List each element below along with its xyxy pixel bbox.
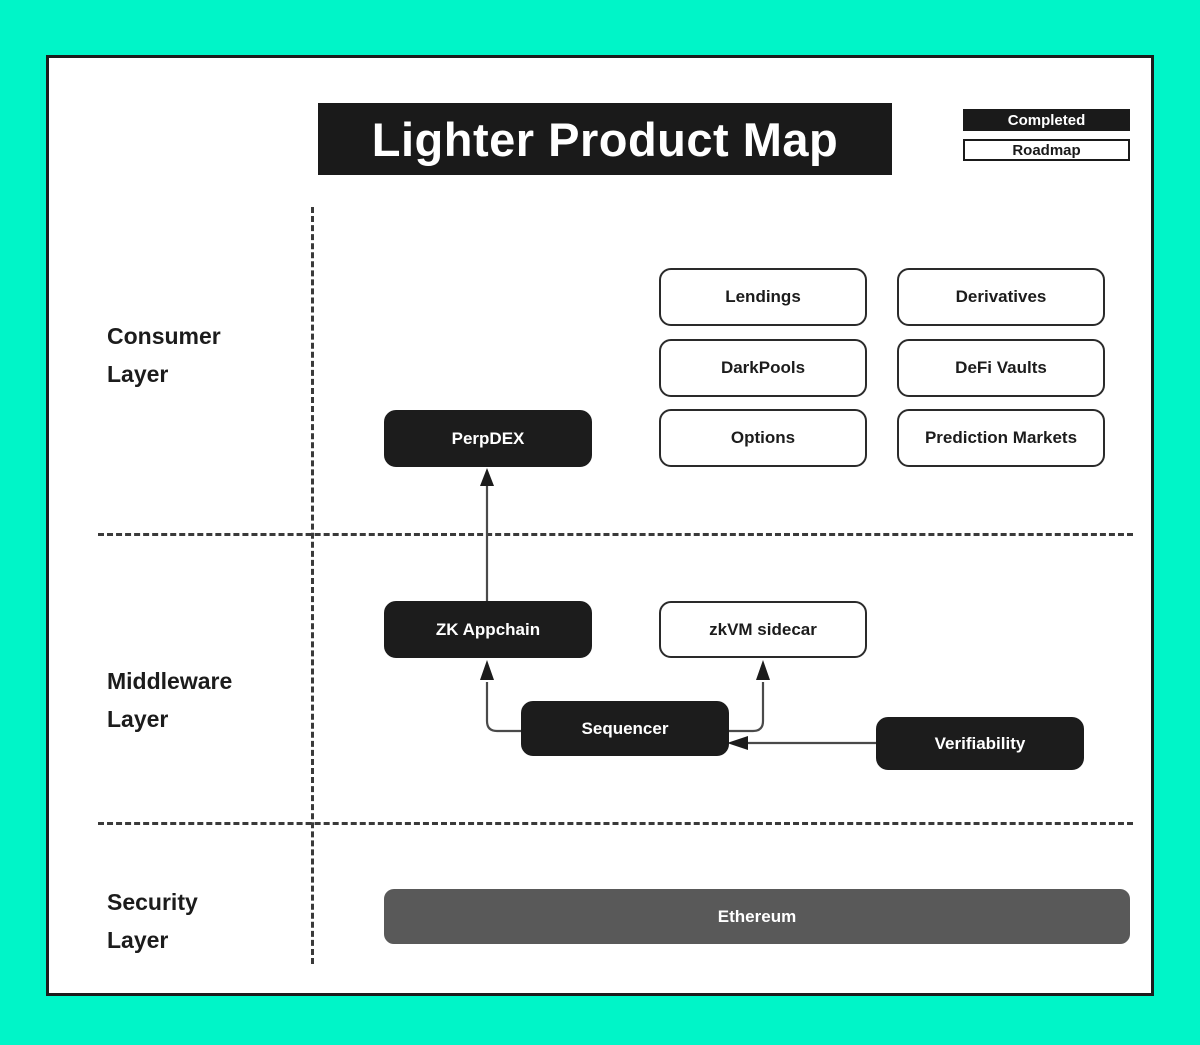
node-verifiability[interactable]: Verifiability	[876, 717, 1084, 770]
node-darkpools-label: DarkPools	[720, 358, 806, 377]
node-lendings[interactable]: Lendings	[659, 268, 867, 326]
node-prediction-markets-label: Prediction Markets	[924, 428, 1078, 447]
node-ethereum[interactable]: Ethereum	[384, 889, 1130, 944]
divider-middleware-security	[98, 822, 1133, 825]
node-derivatives-label: Derivatives	[955, 287, 1047, 306]
layer-label-middleware-line1: Middleware	[107, 668, 233, 694]
node-zkvm-sidecar-label: zkVM sidecar	[709, 619, 817, 639]
node-sequencer[interactable]: Sequencer	[521, 701, 729, 756]
legend-label-roadmap: Roadmap	[1012, 141, 1081, 159]
node-sequencer-label: Sequencer	[581, 718, 669, 738]
layer-label-security-line2: Layer	[107, 927, 169, 953]
layer-label-consumer-line2: Layer	[107, 361, 169, 387]
legend-item-completed: Completed	[963, 109, 1130, 131]
node-defi-vaults-label: DeFi Vaults	[955, 358, 1047, 377]
node-lendings-label: Lendings	[725, 287, 801, 306]
legend-label-completed: Completed	[1007, 111, 1086, 129]
layer-label-consumer: Consumer Layer	[107, 317, 297, 393]
node-derivatives[interactable]: Derivatives	[897, 268, 1105, 326]
node-zk-appchain[interactable]: ZK Appchain	[384, 601, 592, 658]
divider-consumer-middleware	[98, 533, 1133, 536]
node-ethereum-label: Ethereum	[717, 906, 797, 926]
layer-label-security-line1: Security	[107, 889, 198, 915]
node-options[interactable]: Options	[659, 409, 867, 467]
legend: Completed Roadmap	[963, 109, 1130, 161]
layer-label-middleware-line2: Layer	[107, 706, 169, 732]
node-zkvm-sidecar[interactable]: zkVM sidecar	[659, 601, 867, 658]
page-title-text: Lighter Product Map	[371, 112, 839, 166]
diagram-card	[46, 55, 1154, 996]
vertical-divider	[311, 207, 314, 964]
node-prediction-markets[interactable]: Prediction Markets	[897, 409, 1105, 467]
legend-item-roadmap: Roadmap	[963, 139, 1130, 161]
node-zk-appchain-label: ZK Appchain	[435, 619, 541, 639]
node-perpdex[interactable]: PerpDEX	[384, 410, 592, 467]
node-options-label: Options	[730, 428, 796, 447]
layer-label-security: Security Layer	[107, 883, 297, 959]
page-title: Lighter Product Map	[318, 103, 892, 175]
layer-label-middleware: Middleware Layer	[107, 662, 297, 738]
layer-label-consumer-line1: Consumer	[107, 323, 221, 349]
node-darkpools[interactable]: DarkPools	[659, 339, 867, 397]
node-defi-vaults[interactable]: DeFi Vaults	[897, 339, 1105, 397]
node-verifiability-label: Verifiability	[934, 733, 1026, 753]
node-perpdex-label: PerpDEX	[451, 428, 525, 448]
